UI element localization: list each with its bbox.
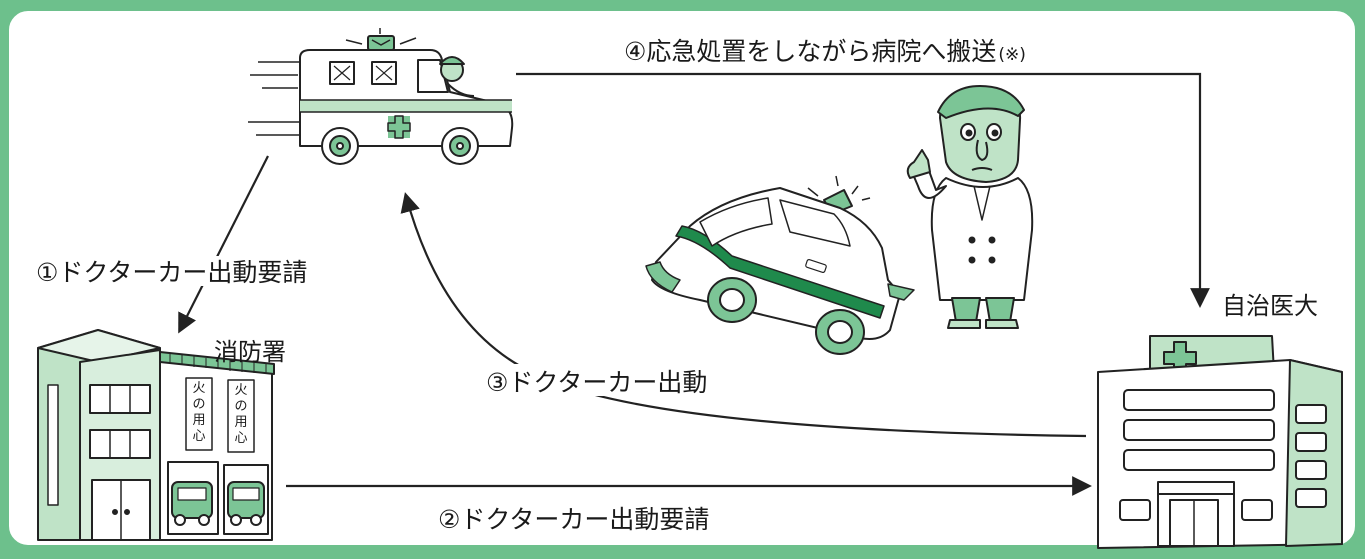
arrow-step4	[516, 72, 1210, 308]
fire-truck-icon	[227, 481, 265, 526]
label-step2: ②ドクターカー出動要請	[438, 505, 709, 534]
banner-text-left: 火の用心	[192, 381, 205, 444]
banner-text-right: 火の用心	[234, 383, 247, 446]
label-step1: ①ドクターカー出動要請	[36, 258, 307, 287]
arrow-step1	[178, 155, 269, 334]
speed-lines-icon	[248, 61, 300, 136]
medical-cross-icon	[387, 115, 411, 139]
wheel-icon	[441, 127, 479, 165]
fire-station-building	[37, 329, 275, 541]
doctor-illustration	[906, 85, 1034, 329]
ambulance-illustration	[248, 28, 514, 165]
wheel-icon	[815, 309, 865, 355]
banner-text: 火の用心	[234, 383, 247, 446]
doctor-car-illustration	[645, 175, 915, 355]
fire-truck-icon	[171, 481, 213, 526]
label-fire-station: 消防署	[214, 338, 286, 366]
label-step4: ④応急処置をしながら病院へ搬送(※)	[624, 37, 1026, 66]
banner-text: 火の用心	[192, 381, 205, 444]
label-step4-note: (※)	[998, 45, 1026, 65]
wheel-icon	[707, 277, 757, 323]
label-step4-main: ④応急処置をしながら病院へ搬送	[624, 37, 996, 66]
hospital-building	[1097, 335, 1343, 549]
wheel-icon	[321, 127, 359, 165]
label-step3: ③ドクターカー出動	[486, 368, 707, 397]
label-hospital: 自治医大	[1222, 292, 1318, 320]
